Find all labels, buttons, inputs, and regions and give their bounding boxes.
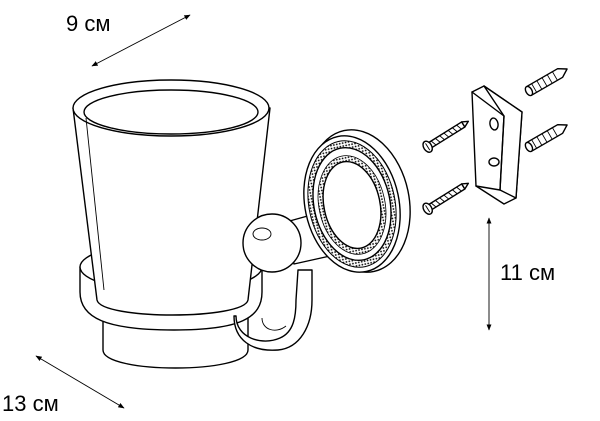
glass-tumbler [72, 79, 271, 369]
holder-arm [233, 269, 313, 351]
wall-rosette [303, 129, 411, 273]
depth-label: 13 см [2, 391, 59, 416]
depth-dimension: 13 см [2, 355, 125, 416]
wall-plug-lower [524, 123, 568, 153]
wall-plug-upper [524, 67, 568, 97]
width-label: 9 см [66, 11, 110, 36]
depth-arrow [35, 355, 125, 409]
mounting-bracket [471, 85, 523, 205]
height-dimension: 11 см [486, 217, 555, 331]
screw-upper [422, 120, 470, 153]
height-label: 11 см [500, 260, 555, 285]
screw-lower [422, 182, 470, 215]
width-arrow [91, 14, 191, 67]
width-dimension: 9 см [66, 11, 191, 67]
ball-knob [242, 211, 331, 273]
